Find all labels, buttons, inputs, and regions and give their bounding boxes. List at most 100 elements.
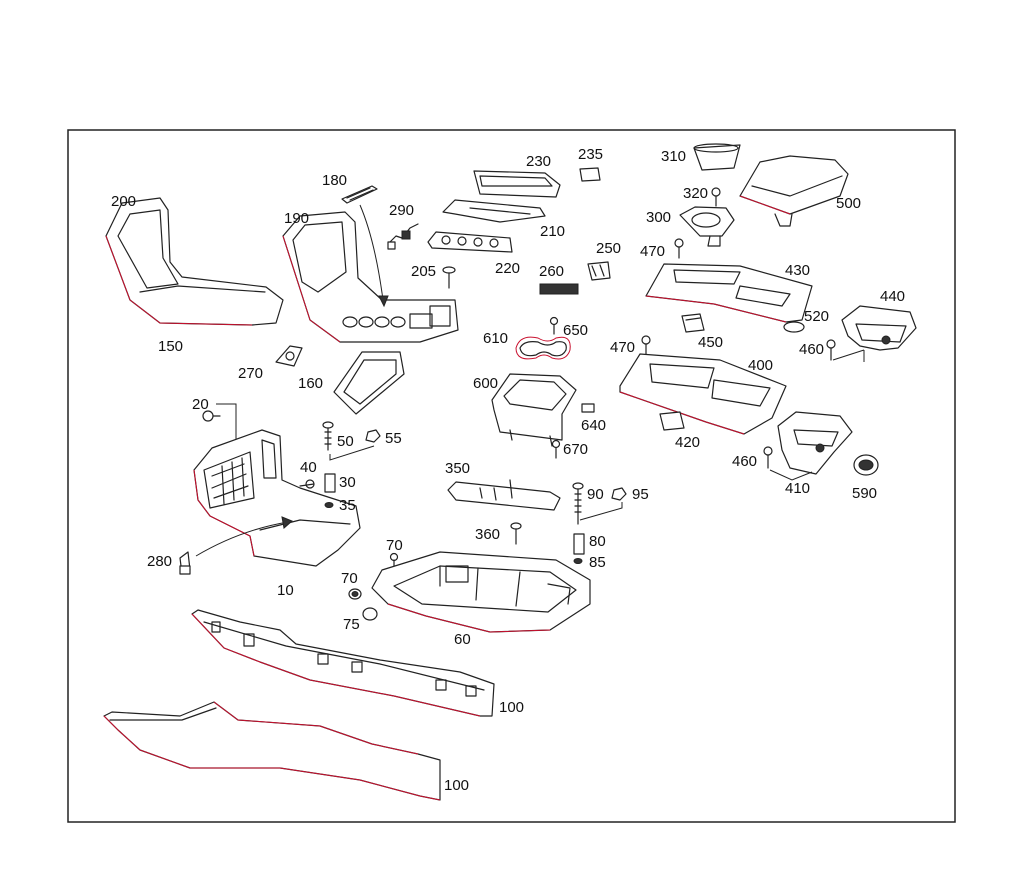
- label-220: 220: [495, 260, 520, 277]
- label-300: 300: [646, 209, 671, 226]
- part-200-bezel: [105, 197, 284, 326]
- part-310-knob: [693, 143, 741, 171]
- label-95: 95: [632, 486, 649, 503]
- label-460-a: 460: [799, 341, 824, 358]
- part-430-trim: [645, 263, 813, 323]
- part-160-frame: [333, 351, 405, 415]
- part-190-bezel: [282, 211, 459, 343]
- label-350: 350: [445, 460, 470, 477]
- label-60: 60: [454, 631, 471, 648]
- label-290: 290: [389, 202, 414, 219]
- part-600-cupholder: [491, 373, 577, 447]
- lead-90-95: [579, 502, 623, 521]
- arrow-head-180: [378, 295, 389, 308]
- part-235-block: [579, 167, 601, 182]
- part-260-mat: [539, 283, 579, 295]
- label-460-b: 460: [732, 453, 757, 470]
- label-640: 640: [581, 417, 606, 434]
- part-410-storage: [769, 411, 853, 481]
- part-40-bolt: [299, 479, 315, 489]
- part-90-bolt: [572, 482, 584, 525]
- label-260: 260: [539, 263, 564, 280]
- arrow-280: [195, 521, 289, 557]
- label-600: 600: [473, 375, 498, 392]
- part-610-ring: [515, 336, 571, 360]
- label-150: 150: [158, 338, 183, 355]
- part-80-spacer: [573, 533, 585, 555]
- label-75: 75: [343, 616, 360, 633]
- part-460a-screw: [826, 339, 836, 361]
- label-400: 400: [748, 357, 773, 374]
- label-650: 650: [563, 322, 588, 339]
- label-320: 320: [683, 185, 708, 202]
- label-430: 430: [785, 262, 810, 279]
- part-300-shifter-bezel: [679, 206, 735, 247]
- part-470b-screw: [641, 335, 651, 357]
- part-360-screw: [510, 522, 522, 545]
- label-55: 55: [385, 430, 402, 447]
- part-35-washer: [324, 502, 334, 508]
- part-290-cable: [387, 223, 419, 250]
- part-10-bracket: [193, 429, 361, 567]
- label-420: 420: [675, 434, 700, 451]
- label-10: 10: [277, 582, 294, 599]
- part-100-side-trim-upper: [191, 609, 495, 717]
- label-360: 360: [475, 526, 500, 543]
- callout-labels: 200 150 180 190 290 230 235 210 220 205 …: [111, 146, 905, 794]
- label-180: 180: [322, 172, 347, 189]
- part-450-switch: [681, 313, 705, 333]
- part-75-grommet: [362, 607, 378, 621]
- part-70b-clip: [348, 588, 362, 600]
- label-520: 520: [804, 308, 829, 325]
- label-210: 210: [540, 223, 565, 240]
- part-85-washer: [573, 558, 583, 564]
- label-670: 670: [563, 441, 588, 458]
- part-180-vent: [341, 185, 378, 204]
- arrow-180: [359, 204, 384, 301]
- part-470a-screw: [674, 238, 684, 259]
- label-35: 35: [339, 497, 356, 514]
- label-70-a: 70: [386, 537, 403, 554]
- label-90: 90: [587, 486, 604, 503]
- label-20: 20: [192, 396, 209, 413]
- part-420-switch: [659, 411, 685, 431]
- part-440-storage: [832, 305, 917, 362]
- part-350-bar: [447, 479, 561, 511]
- label-100-lower: 100: [444, 777, 469, 794]
- part-220-switch-panel: [427, 231, 513, 253]
- part-20-screw: [202, 403, 237, 446]
- label-270: 270: [238, 365, 263, 382]
- label-230: 230: [526, 153, 551, 170]
- part-320-screw: [711, 187, 721, 207]
- label-310: 310: [661, 148, 686, 165]
- label-610: 610: [483, 330, 508, 347]
- lead-50-55: [329, 445, 375, 461]
- label-85: 85: [589, 554, 606, 571]
- label-200: 200: [111, 193, 136, 210]
- label-30: 30: [339, 474, 356, 491]
- label-70-b: 70: [341, 570, 358, 587]
- part-250-clip: [587, 261, 611, 281]
- part-400-trim: [619, 353, 787, 435]
- part-50-screw: [322, 421, 334, 451]
- part-670-screw: [551, 439, 561, 459]
- label-450: 450: [698, 334, 723, 351]
- arrow-head-280: [281, 516, 293, 529]
- part-210-slider: [442, 199, 546, 223]
- part-70a-clip: [389, 552, 399, 569]
- label-470-b: 470: [610, 339, 635, 356]
- label-40: 40: [300, 459, 317, 476]
- label-190: 190: [284, 210, 309, 227]
- part-270-clip: [275, 345, 303, 367]
- label-50: 50: [337, 433, 354, 450]
- label-500: 500: [836, 195, 861, 212]
- label-235: 235: [578, 146, 603, 163]
- part-650-screw: [549, 316, 559, 335]
- label-470-a: 470: [640, 243, 665, 260]
- part-280-plug: [179, 551, 191, 575]
- part-460b-screw: [763, 446, 773, 469]
- diagram-frame: [67, 129, 956, 823]
- part-205-screw: [442, 266, 456, 289]
